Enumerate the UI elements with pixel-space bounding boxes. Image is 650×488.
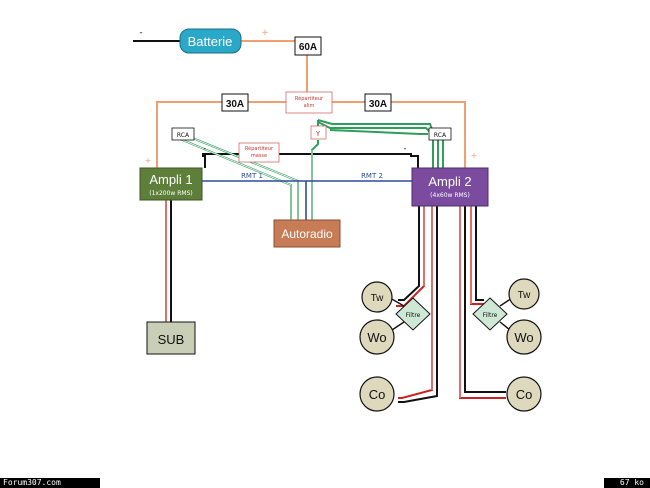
right-fuse: [364, 93, 392, 112]
rmt2-label: RMT 2: [361, 172, 383, 180]
amp1-minus-sign: -: [204, 144, 207, 153]
amp1-plus-sign: +: [145, 156, 152, 165]
ground-distributor: [238, 142, 280, 163]
power-distributor-line2: alim: [304, 103, 315, 109]
ground-distributor-line1: Répartiteur: [245, 145, 274, 152]
right-coaxial: [506, 376, 542, 412]
left-tweeter-label: Tw: [371, 293, 385, 304]
battery-plus-sign: +: [261, 28, 269, 38]
sub-box: [146, 321, 196, 355]
rca-left-label: RCA: [177, 132, 190, 139]
right-tweeter-label: Tw: [518, 290, 532, 301]
right-fuse-label: 30A: [369, 99, 387, 110]
right-filter: [472, 297, 508, 331]
amp2-box: [411, 167, 489, 207]
left-filter: [395, 297, 431, 331]
rca-right-box: [428, 127, 452, 141]
rmt1-label: RMT 1: [241, 172, 263, 180]
right-filter-label: Filtre: [483, 312, 498, 319]
amp2-plus-sign: +: [471, 151, 478, 160]
rca-left-box: [171, 127, 195, 141]
ground-distributor-line2: masse: [251, 153, 267, 159]
left-coaxial-label: Co: [369, 387, 386, 402]
right-coaxial-label: Co: [516, 387, 533, 402]
power-distributor: [285, 91, 333, 114]
left-filter-label: Filtre: [406, 312, 421, 319]
y-splitter-label: Y: [315, 130, 321, 138]
amp1-box: [139, 167, 203, 201]
right-tweeter: [508, 278, 540, 310]
amp2-subtitle: (4x60w RMS): [430, 192, 470, 199]
left-fuse-label: 30A: [226, 99, 244, 110]
headunit-label: Autoradio: [281, 227, 333, 241]
amp1-title: Ampli 1: [149, 172, 192, 187]
left-tweeter: [361, 281, 393, 313]
amp2-minus-sign: -: [404, 144, 407, 153]
battery-box: [179, 28, 242, 54]
right-woofer-label: Wo: [514, 330, 533, 345]
amp1-subtitle: (1x200w RMS): [149, 190, 192, 197]
left-woofer-label: Wo: [367, 330, 386, 345]
power-distributor-line1: Répartiteur: [295, 95, 324, 102]
sub-label: SUB: [158, 332, 185, 347]
battery-minus-sign: -: [139, 28, 142, 38]
left-coaxial: [359, 376, 395, 412]
footer-size-label: 67 ko: [604, 478, 650, 488]
battery-label: Batterie: [188, 34, 233, 49]
right-woofer: [506, 319, 542, 355]
headunit-box: [273, 219, 341, 248]
remote-wiring: [202, 180, 412, 220]
rca-signal-wiring: [172, 119, 444, 220]
y-splitter: [310, 125, 327, 140]
footer-site-label: Forum307.com: [0, 478, 100, 488]
left-fuse: [221, 93, 249, 112]
main-fuse-label: 60A: [299, 42, 317, 53]
left-woofer: [359, 319, 395, 355]
main-fuse: [294, 36, 322, 56]
rca-right-label: RCA: [434, 132, 447, 139]
amp2-title: Ampli 2: [428, 174, 471, 189]
